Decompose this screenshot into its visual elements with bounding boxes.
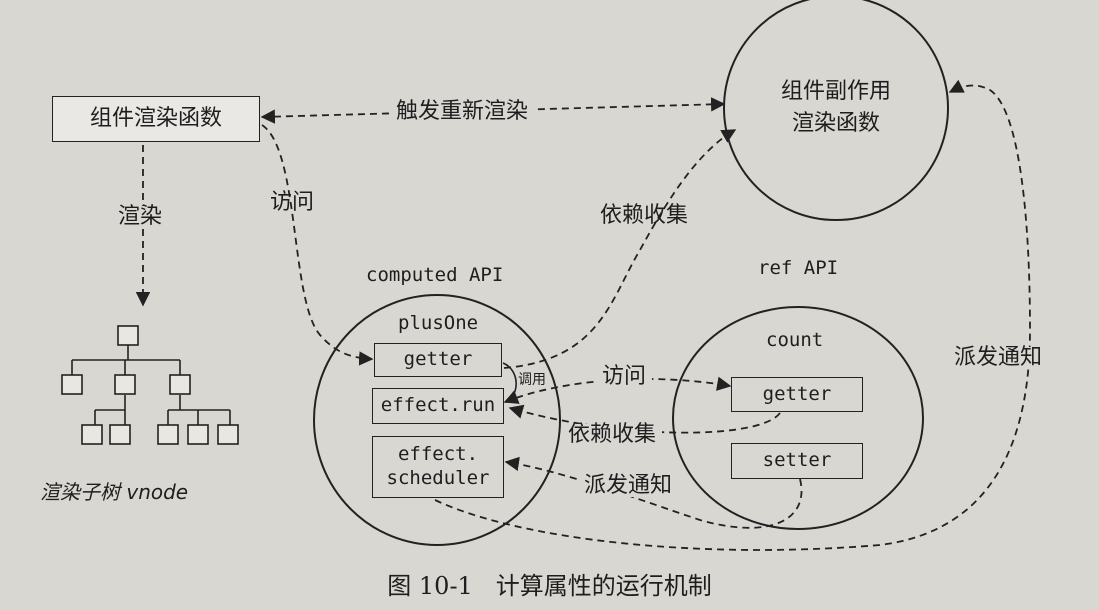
access-label-mid: 访问 bbox=[596, 366, 653, 388]
dep-collect-arrow-mid bbox=[508, 404, 781, 434]
computed-getter-box: getter bbox=[374, 343, 502, 377]
plus-one-label: plusOne bbox=[398, 312, 479, 334]
vnode-caption: 渲染子树 vnode bbox=[40, 480, 189, 504]
call-label: 调用 bbox=[518, 372, 546, 388]
count-label: count bbox=[766, 329, 824, 351]
access-arrow-left bbox=[261, 124, 374, 366]
render-label: 渲染 bbox=[112, 206, 169, 228]
figure-caption: 图 10-1 计算属性的运行机制 bbox=[387, 572, 712, 600]
ref-api-title: ref API bbox=[758, 257, 839, 279]
ref-circle bbox=[672, 306, 924, 530]
notify-arrow-mid bbox=[504, 456, 803, 529]
render-function-box: 组件渲染函数 bbox=[52, 96, 260, 142]
effect-run-box: effect.run bbox=[372, 388, 504, 424]
trigger-rerender-label: 触发重新渲染 bbox=[390, 101, 535, 123]
notify-label-right: 派发通知 bbox=[948, 347, 1049, 369]
dep-collect-label-mid: 依赖收集 bbox=[562, 424, 663, 446]
ref-setter-box: setter bbox=[731, 443, 863, 479]
dep-collect-label-top: 依赖收集 bbox=[600, 203, 689, 228]
dep-collect-arrow-top bbox=[503, 129, 737, 369]
effect-scheduler-box: effect. scheduler bbox=[372, 436, 504, 498]
ref-getter-box: getter bbox=[731, 377, 863, 412]
vnode-tree-icon bbox=[61, 325, 239, 445]
computed-circle bbox=[313, 294, 561, 546]
access-arrow-mid bbox=[503, 376, 732, 404]
notify-label-mid: 派发通知 bbox=[578, 475, 679, 497]
call-arrow bbox=[502, 362, 520, 403]
notify-arrow-right bbox=[434, 79, 1031, 551]
access-label-left: 访问 bbox=[270, 190, 315, 215]
computed-api-title: computed API bbox=[366, 264, 504, 286]
effect-node-label: 组件副作用 渲染函数 bbox=[780, 79, 891, 136]
